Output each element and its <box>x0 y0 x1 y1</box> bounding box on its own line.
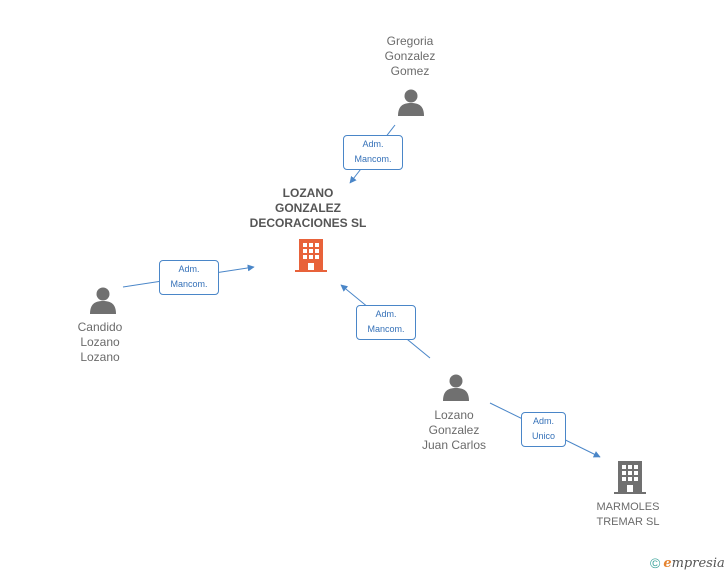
node-label-juan-carlos[interactable]: Lozano Gonzalez Juan Carlos <box>421 408 487 452</box>
building-icon[interactable] <box>295 238 327 272</box>
node-label-gregoria[interactable]: Gregoria Gonzalez Gomez <box>384 34 436 78</box>
edge-label-gregoria[interactable]: Adm. Mancom. <box>343 135 403 170</box>
edge-label-candido[interactable]: Adm. Mancom. <box>159 260 219 295</box>
person-icon[interactable] <box>89 286 117 314</box>
node-label-company-main[interactable]: LOZANO GONZALEZ DECORACIONES SL <box>249 186 367 230</box>
building-icon[interactable] <box>614 460 646 494</box>
edge-label-juan-carlos[interactable]: Adm. Mancom. <box>356 305 416 340</box>
person-icon[interactable] <box>397 88 425 116</box>
node-label-candido[interactable]: Candido Lozano Lozano <box>77 320 123 364</box>
footer-brand: © empresia <box>650 554 725 572</box>
edge-label-marmoles[interactable]: Adm. Unico <box>521 412 566 447</box>
node-label-marmoles[interactable]: MARMOLES TREMAR SL <box>596 501 660 528</box>
brand-logo: empresia <box>663 555 725 571</box>
person-icon[interactable] <box>442 373 470 401</box>
copyright-icon: © <box>650 555 661 571</box>
